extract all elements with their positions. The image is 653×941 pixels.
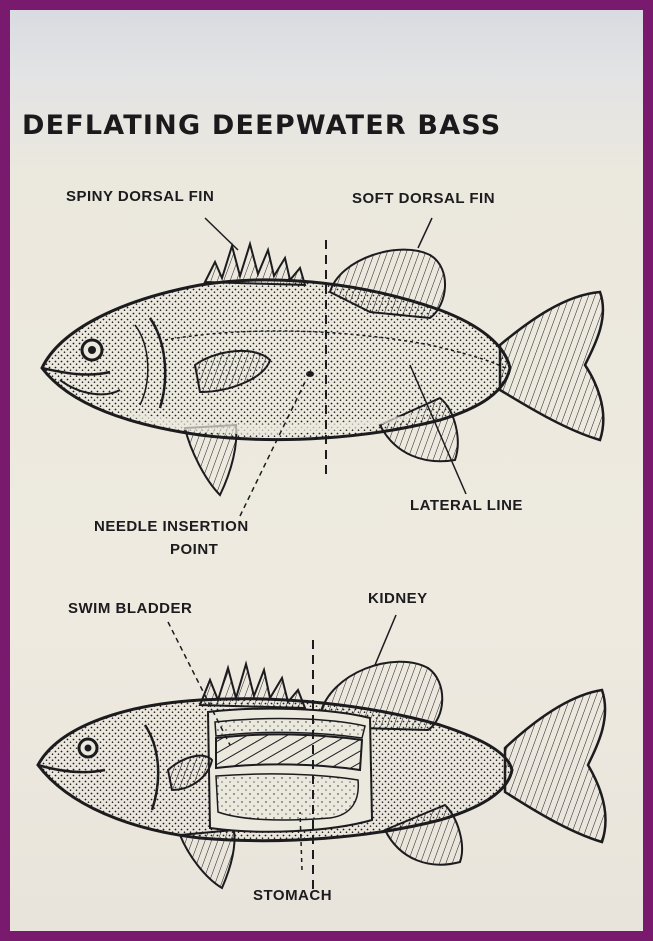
label-stomach: STOMACH <box>253 887 332 904</box>
label-swim-bladder: SWIM BLADDER <box>68 600 192 617</box>
label-spiny-dorsal-fin: SPINY DORSAL FIN <box>66 188 214 205</box>
leader-kidney <box>375 615 396 665</box>
label-needle-insertion-line2: POINT <box>170 541 218 558</box>
label-needle-insertion-line1: NEEDLE INSERTION <box>94 518 249 535</box>
label-kidney: KIDNEY <box>368 590 428 607</box>
swim-bladder-organ <box>216 734 362 770</box>
lower-fish-diagram <box>38 615 605 890</box>
stomach-organ <box>216 774 358 820</box>
needle-insertion-point-marker <box>306 371 314 377</box>
diagram-title: DEFLATING DEEPWATER BASS <box>22 110 622 141</box>
label-soft-dorsal-fin: SOFT DORSAL FIN <box>352 190 495 207</box>
upper-tail-fin <box>500 292 603 440</box>
lower-tail-fin <box>505 690 605 842</box>
leader-spiny-dorsal-fin <box>205 218 238 250</box>
leader-soft-dorsal-fin <box>418 218 432 248</box>
label-lateral-line: LATERAL LINE <box>410 497 523 514</box>
upper-fish-diagram <box>42 218 603 516</box>
